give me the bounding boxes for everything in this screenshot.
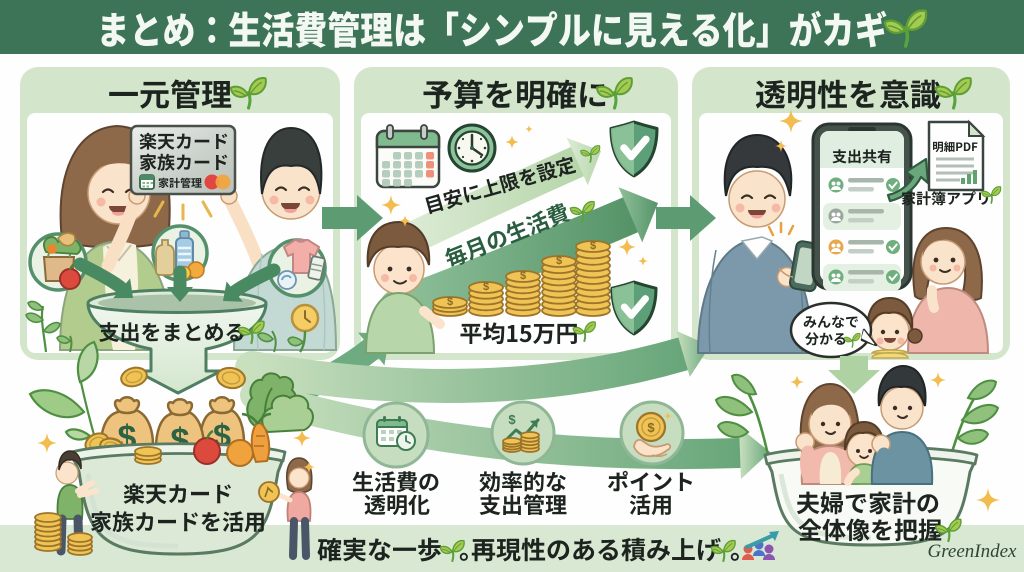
svg-text:$: $	[447, 296, 453, 308]
svg-text:GreenIndex: GreenIndex	[928, 541, 1018, 562]
svg-text:$: $	[520, 270, 526, 282]
svg-text:$: $	[508, 412, 516, 427]
svg-text:$: $	[483, 281, 489, 293]
svg-text:$: $	[590, 240, 596, 252]
svg-text:$: $	[556, 255, 562, 267]
svg-text:$: $	[647, 420, 655, 435]
